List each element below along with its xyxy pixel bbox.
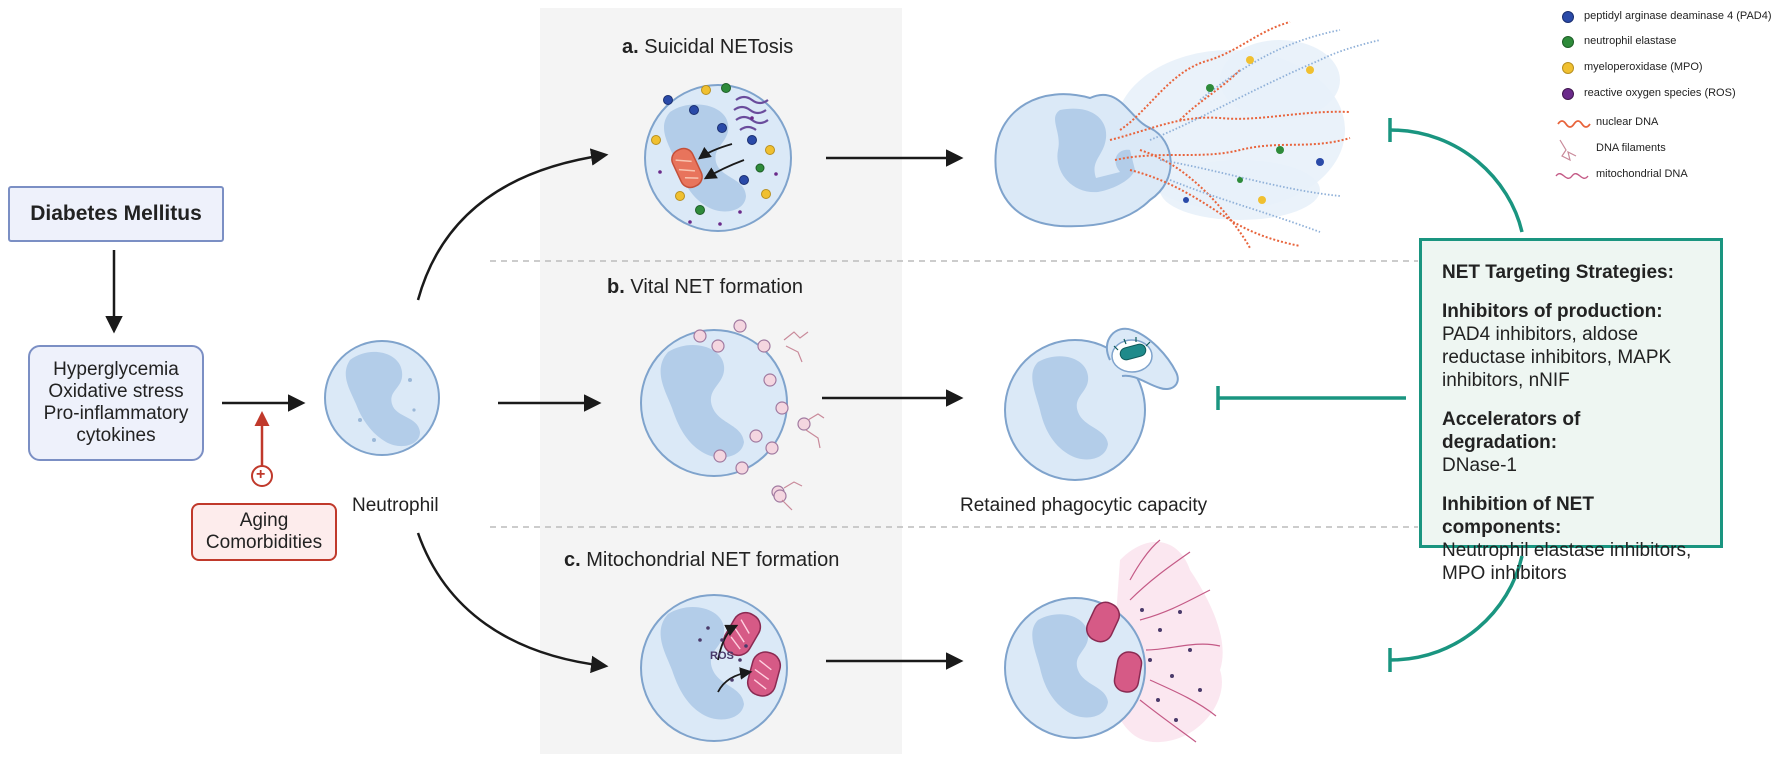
- plus-circle-icon: [251, 465, 273, 487]
- panel-c-title-text: Mitochondrial NET formation: [586, 549, 840, 571]
- legend-label-nuclear-dna: nuclear DNA: [1596, 116, 1659, 128]
- plus-symbol: +: [256, 466, 266, 483]
- diabetes-mellitus-box: Diabetes Mellitus: [8, 186, 224, 242]
- yellow-dot-icon: [1562, 62, 1574, 74]
- legend-label-elastase: neutrophil elastase: [1584, 35, 1677, 47]
- legend-label-pad4: peptidyl arginase deaminase 4 (PAD4): [1584, 10, 1772, 22]
- purple-dot-icon: [1562, 88, 1574, 100]
- arrow-to-panel-a: [416, 148, 609, 301]
- panel-b-cell: [640, 319, 825, 511]
- degradation-title: Accelerators of degradation:: [1442, 409, 1581, 453]
- panel-c-result-net: [1004, 539, 1223, 743]
- aging-line: Comorbidities: [205, 532, 323, 553]
- stress-line: Oxidative stress: [48, 381, 184, 402]
- stress-factors-box: Hyperglycemia Oxidative stress Pro-infla…: [28, 345, 204, 461]
- panel-c-title: c. Mitochondrial NET formation: [564, 549, 839, 572]
- nuclear-dna-icon: [1557, 120, 1591, 128]
- mitochondrial-dna-icon: [1555, 173, 1589, 179]
- panel-b-title: b. Vital NET formation: [607, 276, 803, 299]
- panel-a-title: a. Suicidal NETosis: [622, 36, 793, 59]
- neutrophil-cell: [324, 340, 440, 456]
- diabetes-mellitus-label: Diabetes Mellitus: [30, 202, 202, 225]
- inhibition-arc-top: [1389, 128, 1524, 233]
- ros-label: ROS: [710, 650, 734, 662]
- panel-a-title-text: Suicidal NETosis: [644, 36, 794, 58]
- blue-dot-icon: [1562, 11, 1574, 23]
- components-title: Inhibition of NET components:: [1442, 494, 1594, 538]
- dna-filaments-icon: [1559, 139, 1577, 162]
- aging-comorbidities-box: Aging Comorbidities: [191, 503, 337, 561]
- legend-label-mito-dna: mitochondrial DNA: [1596, 168, 1688, 180]
- neutrophil-label: Neutrophil: [352, 495, 439, 516]
- green-dot-icon: [1562, 36, 1574, 48]
- stress-line: cytokines: [76, 425, 156, 446]
- panel-c-letter: c.: [564, 549, 581, 571]
- panel-a-letter: a.: [622, 36, 639, 58]
- components-text: Neutrophil elastase inhibitors, MPO inhi…: [1442, 540, 1692, 584]
- production-text: PAD4 inhibitors, aldose reductase inhibi…: [1442, 324, 1672, 391]
- aging-line: Aging: [239, 510, 289, 531]
- stress-line: Hyperglycemia: [53, 359, 179, 380]
- panel-a-cell: [644, 83, 792, 232]
- inhibition-arc-bottom: [1389, 555, 1524, 662]
- net-targeting-strategies-box: NET Targeting Strategies: Inhibitors of …: [1419, 238, 1723, 584]
- legend-icons: [1555, 11, 1591, 179]
- production-title: Inhibitors of production:: [1442, 301, 1663, 322]
- panel-c-cell: [640, 594, 788, 742]
- arrow-to-panel-c: [416, 532, 609, 674]
- legend-label-dna-filaments: DNA filaments: [1596, 142, 1666, 154]
- panel-b-letter: b.: [607, 276, 625, 298]
- legend-label-ros: reactive oxygen species (ROS): [1584, 87, 1736, 99]
- retained-phagocytic-label: Retained phagocytic capacity: [960, 495, 1208, 516]
- strategies-heading: NET Targeting Strategies:: [1442, 262, 1674, 283]
- panel-b-result-cell: [1004, 327, 1179, 481]
- degradation-text: DNase-1: [1442, 455, 1517, 476]
- legend-label-mpo: myeloperoxidase (MPO): [1584, 61, 1703, 73]
- panel-a-result-net: [994, 21, 1381, 249]
- stress-line: Pro-inflammatory: [43, 403, 189, 424]
- panel-b-title-text: Vital NET formation: [630, 276, 804, 298]
